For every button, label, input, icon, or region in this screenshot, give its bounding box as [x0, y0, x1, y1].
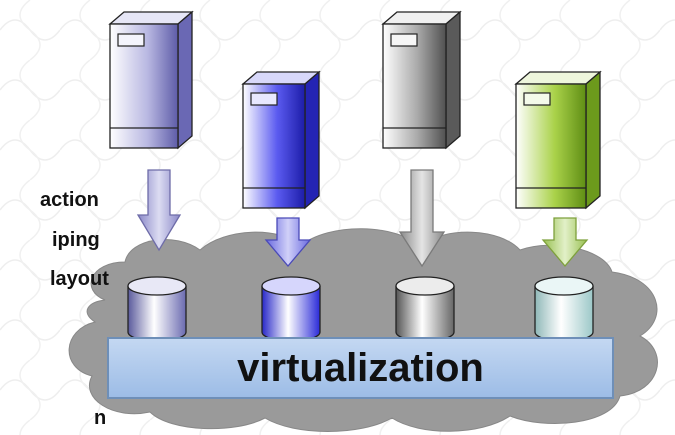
disk-light-cyan	[534, 276, 594, 342]
side-text-line-1: action	[40, 189, 99, 211]
side-text-line-4: n	[94, 407, 106, 429]
virtualization-label: virtualization	[237, 345, 484, 390]
server-light-purple	[108, 10, 194, 150]
arrow-server-4-to-disk-4	[541, 217, 589, 268]
disk-blue	[261, 276, 321, 342]
server-gray	[381, 10, 462, 150]
server-green	[514, 70, 602, 210]
side-text-line-2: iping	[52, 229, 100, 251]
virtualization-box	[107, 337, 614, 399]
disk-gray	[395, 276, 455, 342]
server-blue	[241, 70, 321, 210]
disk-light-purple	[127, 276, 187, 342]
arrow-server-1-to-disk-1	[136, 169, 182, 252]
arrow-server-2-to-disk-2	[264, 217, 312, 268]
side-text-line-3: layout	[50, 268, 109, 290]
arrow-server-3-to-disk-3	[398, 169, 446, 268]
